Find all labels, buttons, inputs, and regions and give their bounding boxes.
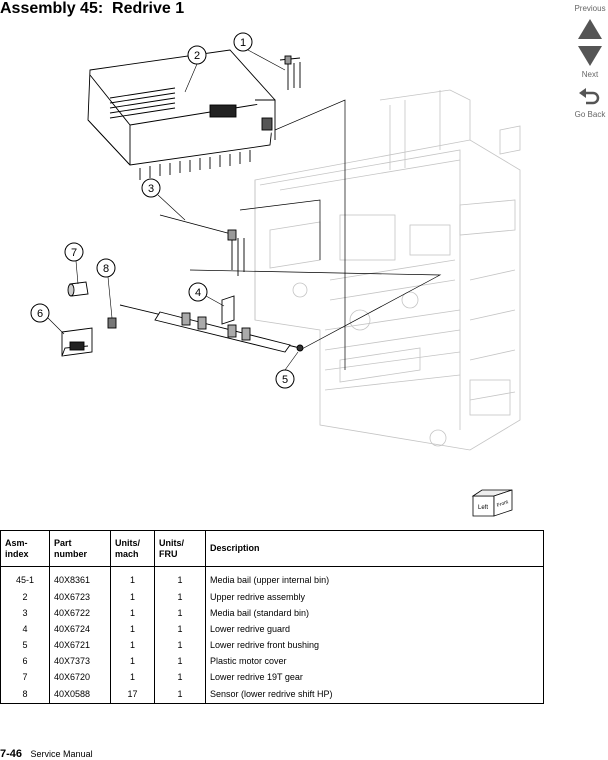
orientation-cube-icon: Left Front [471,489,513,517]
motor-cover-illustration [61,327,93,357]
sensor-illustration [107,317,117,329]
table-row: 45-1 40X8361 1 1 Media bail (upper inter… [0,566,544,589]
header-asm-index: Asm- index [0,530,50,567]
header-units-mach: Units/ mach [110,530,155,567]
exploded-parts-diagram: 1 2 3 4 5 6 7 8 [30,32,521,451]
media-bail-upper-illustration [279,55,301,90]
next-link[interactable]: Next [572,70,608,79]
table-row: 4 40X6724 1 1 Lower redrive guard [0,621,544,637]
svg-text:8: 8 [103,263,109,275]
table-row: 2 40X6723 1 1 Upper redrive assembly [0,589,544,605]
page-title: Assembly 45: Redrive 1 [0,0,185,17]
orientation-front-label: Front [496,499,510,509]
callout-4: 4 [188,282,208,302]
callout-3: 3 [141,178,161,198]
go-back-button[interactable]: Go Back [572,88,608,119]
table-row: 5 40X6721 1 1 Lower redrive front bushin… [0,637,544,653]
previous-button[interactable] [572,18,608,40]
callout-6: 6 [30,303,50,323]
arrow-up-icon [578,19,602,39]
table-row: 3 40X6722 1 1 Media bail (standard bin) [0,605,544,621]
svg-text:3: 3 [148,183,154,195]
callout-5: 5 [275,369,295,389]
upper-redrive-assembly-illustration [87,49,276,180]
table-row: 7 40X6720 1 1 Lower redrive 19T gear [0,669,544,685]
header-description: Description [205,530,544,567]
svg-text:4: 4 [195,287,201,299]
next-label: Next [581,70,599,79]
table-row: 6 40X7373 1 1 Plastic motor cover [0,653,544,669]
back-arrow-icon [579,88,600,105]
previous-link[interactable]: Previous [572,4,608,13]
svg-text:7: 7 [71,247,77,259]
svg-text:1: 1 [240,37,246,49]
previous-label: Previous [574,4,606,13]
callout-1: 1 [233,32,253,52]
media-bail-standard-illustration [159,214,245,276]
callout-7: 7 [64,242,84,262]
printer-frame-illustration [254,89,521,451]
header-part-number: Part number [49,530,111,567]
svg-text:6: 6 [37,308,43,320]
page-number: 7-46 [0,748,23,760]
lower-redrive-guard-illustration [221,295,235,325]
gear-illustration [67,281,89,297]
arrow-down-icon [578,46,602,66]
go-back-label: Go Back [574,110,606,119]
parts-table: Asm- index Part number Units/ mach Units… [0,530,544,704]
callout-8: 8 [96,258,116,278]
svg-text:2: 2 [194,50,200,62]
manual-name: Service Manual [30,749,93,759]
page-footer: 7-46 Service Manual [0,748,93,760]
svg-text:5: 5 [282,374,288,386]
parts-table-header: Asm- index Part number Units/ mach Units… [0,530,544,567]
table-row: 8 40X0588 17 1 Sensor (lower redrive shi… [0,685,544,704]
header-units-fru: Units/ FRU [154,530,206,567]
orientation-left-label: Left [478,505,488,511]
callout-2: 2 [187,45,207,65]
lower-redrive-shaft-illustration [119,304,304,353]
next-button[interactable] [572,45,608,67]
